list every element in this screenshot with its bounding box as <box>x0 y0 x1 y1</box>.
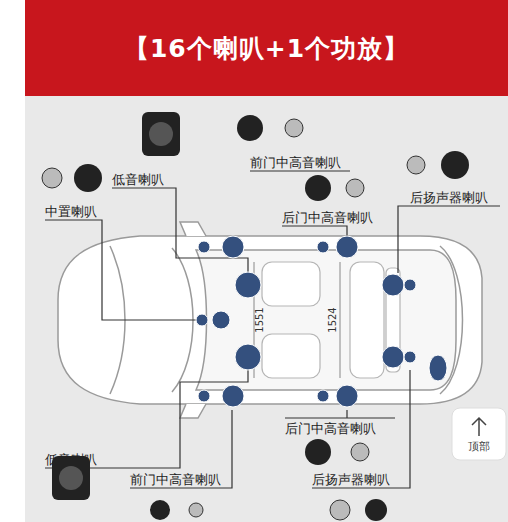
tweeter-icon <box>351 443 369 461</box>
product-icons <box>42 112 469 521</box>
leader-line <box>285 410 395 418</box>
speaker-dot <box>235 344 261 370</box>
seat <box>262 334 320 378</box>
part-label: 低音喇叭 <box>45 452 97 468</box>
seat <box>262 262 320 306</box>
midrange-icon <box>74 164 102 192</box>
button-label: 顶部 <box>468 439 490 455</box>
speaker-dot <box>336 236 358 258</box>
woofer-cone <box>59 466 83 490</box>
part-label: 低音喇叭 <box>112 172 164 188</box>
speaker-dot <box>212 311 230 329</box>
midrange-icon <box>365 499 387 521</box>
midrange-icon <box>237 115 263 141</box>
speaker-dot <box>317 241 329 253</box>
leader-line <box>45 220 200 320</box>
speaker-dot <box>235 272 261 298</box>
woofer-icon <box>142 112 180 156</box>
up-arrow <box>472 418 486 436</box>
speaker-dot <box>317 390 329 402</box>
speaker-dot <box>404 279 416 291</box>
leader-line <box>282 226 347 236</box>
part-label: 前门中高音喇叭 <box>250 155 341 171</box>
part-label: 后门中高音喇叭 <box>285 421 376 437</box>
title-text: 【16个喇叭+1个功放】 <box>25 0 508 96</box>
tweeter-icon <box>189 503 203 517</box>
speaker-dot <box>382 346 404 368</box>
leader-line <box>112 188 248 272</box>
tweeter-icon <box>285 119 303 137</box>
part-label: 后扬声器喇叭 <box>410 190 488 206</box>
header-band <box>25 0 508 96</box>
tweeter-icon <box>42 168 62 188</box>
leader-line <box>250 170 350 171</box>
leader-line <box>130 410 232 488</box>
speaker-dot <box>404 351 416 363</box>
dimension-line <box>340 262 341 378</box>
seats <box>262 262 400 378</box>
midrange-icon <box>441 151 469 179</box>
dimension-label: 1551 <box>252 307 268 332</box>
leader-line <box>45 370 248 468</box>
speaker-dot <box>222 236 244 258</box>
cabin-outline <box>196 250 456 390</box>
mirror <box>180 404 206 418</box>
part-label: 后门中高音喇叭 <box>282 210 373 226</box>
dimension-lines <box>254 262 340 378</box>
mirror <box>180 222 206 236</box>
speaker-dot <box>198 241 210 253</box>
rear-bench <box>350 262 384 378</box>
tweeter-icon <box>346 179 364 197</box>
tweeter-icon <box>407 156 425 174</box>
woofer-cone <box>149 122 173 146</box>
speaker-dot <box>198 390 210 402</box>
midrange-icon <box>305 175 331 201</box>
leader-line <box>398 206 500 273</box>
dimension-label: 1524 <box>325 307 341 332</box>
part-label: 中置喇叭 <box>45 204 97 220</box>
speaker-dot <box>196 314 208 326</box>
speaker-dots <box>196 236 447 407</box>
top-button <box>452 408 506 460</box>
tweeter-icon <box>330 500 350 520</box>
midrange-icon <box>150 500 170 520</box>
part-label: 前门中高音喇叭 <box>130 472 221 488</box>
midrange-icon <box>305 439 331 465</box>
background-panel <box>25 96 508 522</box>
speaker-dot <box>382 274 404 296</box>
part-label: 后扬声器喇叭 <box>312 472 390 488</box>
leader-lines <box>45 171 500 488</box>
speaker-dot <box>222 385 244 407</box>
speaker-dot <box>336 385 358 407</box>
speaker-dot <box>429 355 447 381</box>
